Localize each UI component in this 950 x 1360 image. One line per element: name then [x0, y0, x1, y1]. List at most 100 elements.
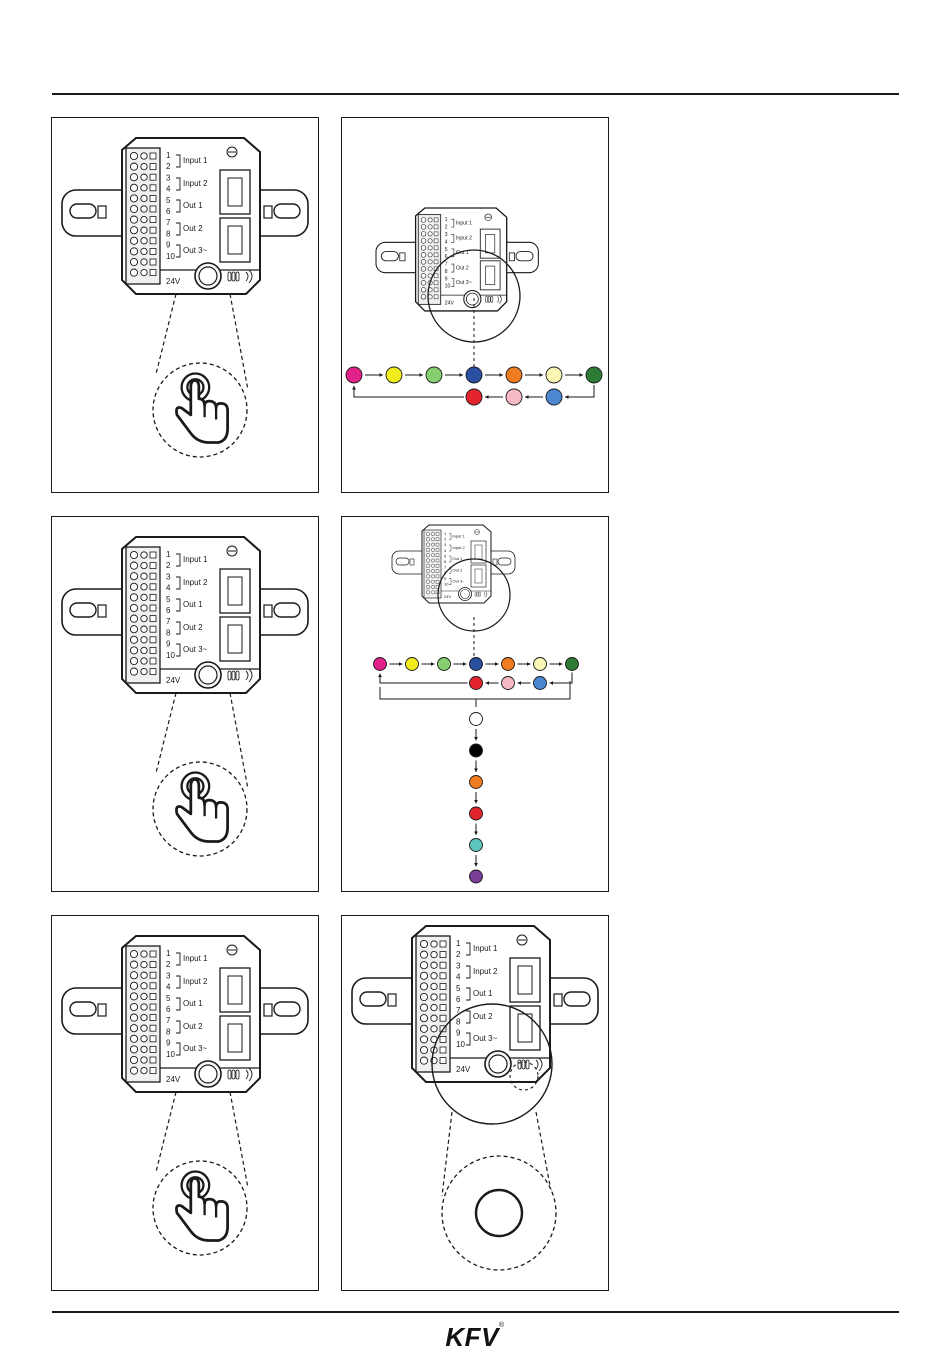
terminal-number: 2	[444, 537, 447, 542]
terminal-screw	[129, 1034, 139, 1043]
io-label: Input 1	[183, 156, 208, 165]
io-label: Out 1	[183, 999, 203, 1008]
io-label: Input 2	[183, 179, 208, 188]
io-label: Out 2	[183, 1022, 203, 1031]
io-label: Input 1	[473, 944, 498, 953]
finger-press-icon	[175, 1170, 229, 1242]
led-window	[487, 296, 491, 303]
io-label: Out 3~	[183, 1044, 208, 1053]
terminal-screw	[140, 1024, 148, 1032]
flow-arrowhead	[539, 373, 543, 377]
io-label: Out 1	[453, 556, 464, 561]
wireless-icon	[245, 271, 249, 282]
terminal-number: 7	[445, 262, 448, 268]
color-dot	[505, 388, 523, 406]
terminal-screw	[140, 667, 148, 676]
io-label: Input 2	[183, 977, 208, 986]
bracket	[466, 1010, 471, 1024]
flow-arrowhead	[379, 373, 383, 377]
color-dot	[545, 366, 563, 384]
bracket	[451, 278, 455, 287]
mounting-notch-left	[409, 558, 415, 566]
terminal-clamp	[435, 553, 440, 557]
bracket	[451, 218, 455, 228]
terminal-screw	[129, 204, 139, 214]
io-label: Out 1	[473, 989, 493, 998]
terminal-screw	[129, 971, 139, 980]
terminal-screw	[420, 245, 427, 251]
mounting-slot-right	[515, 251, 534, 262]
terminal-clamp	[439, 951, 447, 959]
terminal-screw	[425, 579, 431, 584]
terminal-clamp	[433, 245, 439, 251]
mounting-notch-left	[97, 604, 107, 618]
bracket	[176, 1042, 181, 1056]
magnifier-circle	[431, 1003, 553, 1125]
terminal-clamp	[149, 237, 157, 245]
io-label: Out 2	[183, 623, 203, 632]
terminal-screw	[427, 252, 433, 258]
terminal-number: 10	[444, 581, 449, 586]
terminal-screw	[129, 981, 139, 990]
color-dot	[469, 806, 483, 821]
terminal-clamp	[149, 594, 157, 601]
terminal-number: 7	[444, 565, 447, 570]
terminal-screw	[140, 950, 148, 958]
terminal-number: 10	[166, 1050, 175, 1059]
terminal-screw	[129, 656, 139, 666]
terminal-screw	[140, 551, 148, 559]
terminal-screw	[129, 614, 139, 623]
terminal-clamp	[149, 1035, 157, 1043]
color-dot	[585, 366, 603, 384]
terminal-number: 2	[166, 162, 171, 171]
terminal-number: 2	[456, 950, 461, 959]
terminal-number: 9	[445, 276, 448, 282]
terminal-number: 6	[166, 1005, 171, 1014]
mounting-slot-left	[359, 991, 387, 1007]
terminal-clamp	[433, 252, 439, 258]
led-window	[478, 591, 481, 597]
terminal-number: 4	[166, 584, 171, 593]
terminal-screw	[129, 183, 139, 192]
terminal-screw	[419, 939, 429, 949]
terminal-screw	[140, 583, 148, 591]
io-label: Out 2	[183, 224, 203, 233]
terminal-clamp	[433, 273, 439, 279]
flow-arrowhead	[525, 395, 529, 399]
flow-arrowhead	[398, 662, 403, 666]
color-dot	[373, 657, 387, 671]
terminal-clamp	[435, 558, 440, 563]
terminal-screw	[140, 205, 148, 213]
mounting-slot-right	[563, 991, 591, 1007]
terminal-clamp	[433, 231, 439, 237]
color-dot	[533, 657, 547, 671]
terminal-screw	[129, 960, 139, 969]
terminal-number: 6	[456, 995, 461, 1004]
terminal-number: 10	[166, 651, 175, 660]
led-window	[521, 1059, 526, 1070]
terminal-number: 7	[166, 218, 171, 227]
flow-arrowhead	[419, 373, 423, 377]
connector-top-socket	[474, 544, 483, 560]
terminal-screw	[140, 572, 148, 580]
terminal-screw	[140, 1035, 148, 1043]
terminal-number: 7	[456, 1006, 461, 1015]
terminal-screw	[420, 252, 427, 258]
terminal-clamp	[435, 537, 440, 542]
terminal-screw	[431, 548, 435, 552]
mounting-notch-left	[387, 993, 397, 1007]
mounting-slot-right	[273, 602, 301, 618]
bracket	[176, 975, 181, 989]
hand-icon	[175, 1177, 229, 1242]
terminal-number: 1	[166, 151, 171, 160]
bracket	[176, 244, 181, 258]
mounting-slot-left	[69, 1001, 97, 1017]
terminal-screw	[431, 579, 435, 584]
color-dot	[469, 712, 483, 726]
led-window	[474, 591, 477, 597]
